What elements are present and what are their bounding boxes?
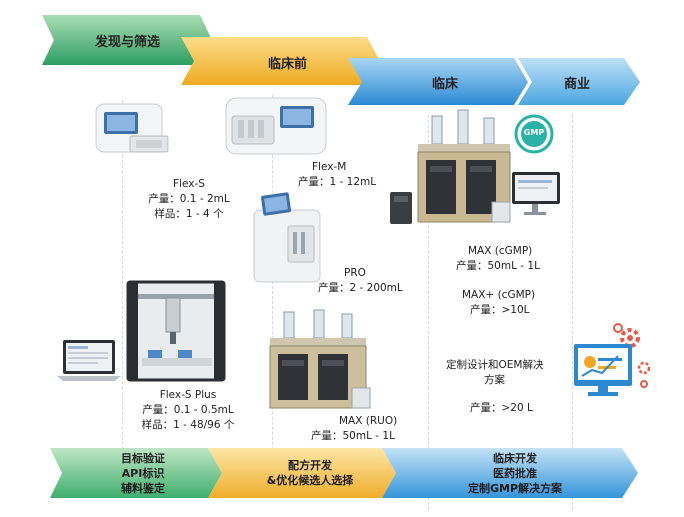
max-cgmp-specs: MAX (cGMP) 产量：50mL - 1L [456, 244, 540, 274]
stage-arrow-clinical [348, 58, 528, 105]
bottom-clinical-text: 临床开发 医药批准 定制GMP解决方案 [440, 451, 590, 496]
bottom-discovery-text: 目标验证 API标识 辅料鉴定 [88, 451, 198, 496]
max-cgmp-name: MAX (cGMP) [468, 245, 533, 257]
max-plus-name: MAX+ (cGMP) [462, 289, 536, 301]
bottom-clinical-line3: 定制GMP解决方案 [467, 482, 563, 495]
custom-name-line2: 方案 [484, 374, 505, 386]
gmp-badge [514, 114, 554, 154]
bottom-clinical-line1: 临床开发 [493, 452, 537, 465]
flex-s-samples: 样品：1 - 4 个 [154, 208, 224, 220]
bottom-arrow-clinical [382, 448, 638, 498]
flex-m-device-image [225, 97, 327, 155]
laptop-image [57, 340, 121, 381]
bottom-discovery-line1: 目标验证 [121, 452, 165, 465]
flex-s-plus-name: Flex-S Plus [159, 389, 217, 401]
pro-device-image [253, 192, 321, 283]
flex-m-name: Flex-M [312, 161, 347, 173]
flex-s-capacity: 产量：0.1 - 2mL [148, 193, 230, 205]
max-plus-specs: MAX+ (cGMP) 产量：>10L [462, 288, 535, 318]
flex-m-capacity: 产量：1 - 12mL [298, 176, 377, 188]
bottom-arrows [50, 448, 638, 498]
bottom-clinical-line2: 医药批准 [493, 467, 537, 480]
stage-label-discovery: 发现与筛选 [95, 35, 161, 50]
bottom-discovery-line3: 辅料鉴定 [121, 482, 165, 495]
custom-name-line1: 定制设计和OEM解决 [446, 359, 544, 371]
pro-specs: PRO 产量：2 - 200mL [318, 266, 403, 296]
max-cgmp-capacity: 产量：50mL - 1L [456, 260, 540, 272]
stage-arrow-preclinical [181, 37, 380, 85]
flex-s-plus-device-image [126, 280, 226, 382]
flex-m-specs: Flex-M 产量：1 - 12mL [298, 160, 376, 190]
max-ruo-name: MAX (RUO) [339, 415, 398, 427]
custom-design-image [574, 323, 651, 396]
max-ruo-specs: MAX (RUO) 产量：50mL - 1L [311, 414, 397, 444]
max-plus-capacity: 产量：>10L [470, 304, 530, 316]
bottom-preclinical-line1: 配方开发 [288, 459, 332, 472]
flex-s-plus-capacity: 产量：0.1 - 0.5mL [142, 404, 234, 416]
stage-arrows [42, 15, 640, 105]
flex-s-plus-samples: 样品：1 - 48/96 个 [141, 419, 235, 431]
bottom-arrow-preclinical [208, 448, 396, 498]
stage-arrow-commercial [518, 58, 640, 105]
stage-label-preclinical: 临床前 [268, 57, 308, 72]
flex-s-device-image [95, 103, 169, 153]
divider-2 [272, 95, 273, 490]
divider-3 [428, 115, 429, 510]
gmp-badge-text: GMP [523, 128, 545, 137]
stage-label-commercial: 商业 [564, 77, 591, 92]
bottom-arrow-discovery [50, 448, 222, 498]
custom-capacity: 产量：>20 L [470, 402, 533, 414]
flex-s-name: Flex-S [173, 178, 205, 190]
flex-s-specs: Flex-S 产量：0.1 - 2mL 样品：1 - 4 个 [124, 177, 254, 222]
pro-name: PRO [344, 267, 366, 279]
bottom-preclinical-text: 配方开发 &优化候选人选择 [240, 458, 380, 488]
divider-4 [572, 115, 573, 510]
bottom-discovery-line2: API标识 [121, 467, 165, 480]
max-ruo-capacity: 产量：50mL - 1L [311, 430, 395, 442]
stage-arrow-discovery [42, 15, 212, 65]
pro-capacity: 产量：2 - 200mL [318, 282, 403, 294]
max-cgmp-device-image [390, 109, 560, 224]
custom-specs: 定制设计和OEM解决 方案 [446, 358, 543, 388]
flex-s-plus-specs: Flex-S Plus 产量：0.1 - 0.5mL 样品：1 - 48/96 … [118, 388, 258, 433]
stage-label-clinical: 临床 [432, 77, 459, 92]
max-ruo-device-image [269, 309, 371, 409]
divider-1 [122, 100, 123, 495]
bottom-preclinical-line2: &优化候选人选择 [266, 474, 354, 487]
